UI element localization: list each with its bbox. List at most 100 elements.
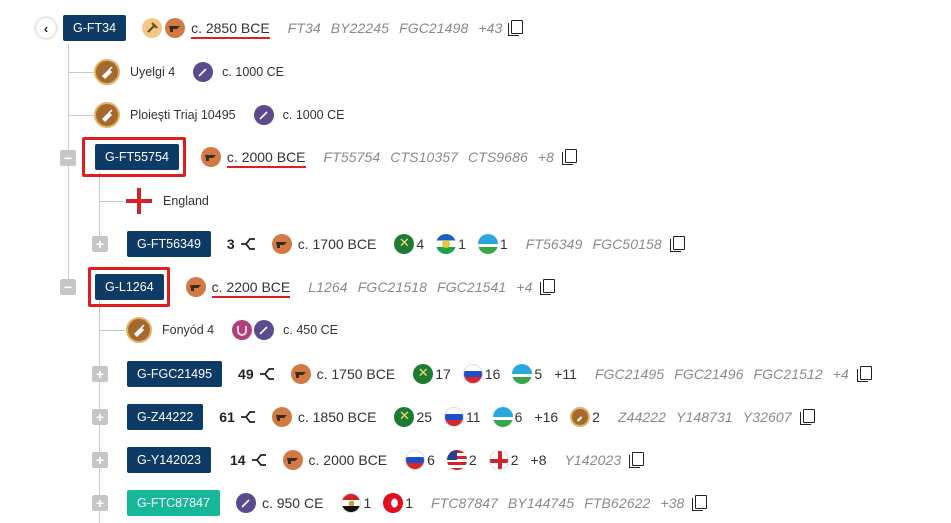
branch-count: 14	[229, 452, 246, 468]
flag-icon	[477, 234, 498, 254]
snp-list: Y142023	[564, 452, 627, 468]
anvil-icon	[271, 234, 292, 254]
copy-icon[interactable]	[540, 279, 556, 295]
expand-toggle[interactable]: +	[92, 409, 108, 425]
copy-icon[interactable]	[629, 452, 645, 468]
snp: BY22245	[330, 20, 390, 36]
collapse-toggle[interactable]: −	[60, 150, 76, 166]
country-name[interactable]: England	[163, 194, 209, 208]
branch-icon	[240, 410, 256, 424]
snp: Y148731	[676, 409, 733, 425]
flag-icon	[492, 407, 513, 427]
trowel-icon	[126, 317, 152, 343]
anvil-icon	[185, 277, 206, 297]
age-estimate: c. 950 CE	[261, 495, 324, 511]
horseshoe-icon	[232, 320, 253, 340]
country-row: England	[126, 186, 209, 216]
tree-line	[68, 115, 94, 116]
arrowhead-icon	[253, 105, 274, 125]
anvil-icon	[271, 407, 292, 427]
anvil-icon	[200, 147, 221, 167]
flag-icon	[444, 407, 465, 427]
copy-icon[interactable]	[669, 236, 685, 252]
snp-more: +38	[660, 495, 685, 511]
expand-toggle[interactable]: +	[92, 452, 108, 468]
snp: FT55754	[323, 149, 381, 165]
flag-icon	[341, 493, 362, 513]
country-count: 5	[534, 366, 543, 382]
age-estimate: c. 2850 BCE	[191, 20, 270, 39]
snp-more: +8	[537, 149, 555, 165]
haplogroup-badge[interactable]: G-L1264	[95, 274, 164, 300]
flag-icon	[436, 234, 457, 254]
snp-more: +4	[516, 279, 533, 295]
country-count: 1	[499, 236, 508, 252]
age-estimate: c. 2200 BCE	[211, 279, 291, 298]
copy-icon[interactable]	[856, 366, 872, 382]
tree-line	[99, 330, 125, 331]
arrowhead-icon	[235, 493, 256, 513]
hammer-icon	[142, 18, 163, 38]
tree-node: G-Z44222 61 c. 1850 BCE 25 11 6 +16 2 Z4…	[127, 402, 815, 432]
copy-icon[interactable]	[508, 20, 524, 36]
more-countries: +16	[534, 409, 559, 425]
country-count: 25	[416, 409, 433, 425]
snp: FGC50158	[592, 236, 662, 252]
haplogroup-badge[interactable]: G-Z44222	[127, 404, 204, 430]
haplogroup-badge[interactable]: G-FT56349	[127, 231, 211, 257]
copy-icon[interactable]	[799, 409, 815, 425]
branch-icon	[259, 367, 275, 381]
copy-icon[interactable]	[692, 495, 708, 511]
snp: L1264	[308, 279, 348, 295]
country-count: 17	[435, 366, 451, 382]
branch-icon	[240, 237, 256, 251]
back-button[interactable]: ‹	[36, 18, 56, 38]
tree-node: G-Y142023 14 c. 2000 BCE 6 2 2 +8 Y14202…	[127, 445, 645, 475]
expand-toggle[interactable]: +	[92, 495, 108, 511]
tree-line	[99, 172, 100, 244]
sample-name[interactable]: Uyelgi 4	[130, 65, 176, 79]
england-flag-icon	[126, 188, 152, 214]
haplogroup-badge[interactable]: G-FGC21495	[127, 361, 223, 387]
country-count: 6	[514, 409, 523, 425]
flag-icon	[383, 493, 404, 513]
country-count: 16	[484, 366, 501, 382]
snp-more: +43	[478, 20, 503, 36]
haplogroup-badge[interactable]: G-FT55754	[95, 144, 179, 170]
more-countries: +11	[554, 366, 577, 382]
sample-name[interactable]: Ploieşti Triaj 10495	[130, 108, 236, 122]
branch-count: 61	[219, 409, 235, 425]
snp: FTB62622	[584, 495, 651, 511]
snp: FT34	[287, 20, 321, 36]
tree-node: G-FGC21495 49 c. 1750 BCE 17 16 5 +11 FG…	[127, 359, 872, 389]
sample-name[interactable]: Fonyód 4	[162, 323, 215, 337]
snp: FTC87847	[431, 495, 498, 511]
copy-icon[interactable]	[562, 149, 578, 165]
sample-row: Uyelgi 4 c. 1000 CE	[94, 57, 284, 87]
anvil-icon	[165, 18, 186, 38]
trowel-icon	[570, 407, 591, 427]
flag-icon	[394, 234, 415, 254]
flag-icon	[394, 407, 415, 427]
age-estimate: c. 1850 BCE	[297, 409, 377, 425]
haplogroup-badge[interactable]: G-FT34	[63, 15, 127, 41]
flag-icon	[413, 364, 434, 384]
country-count: 2	[468, 452, 477, 468]
country-count: 1	[458, 236, 466, 252]
collapse-toggle[interactable]: −	[60, 279, 76, 295]
haplogroup-badge[interactable]: G-Y142023	[127, 447, 211, 473]
expand-toggle[interactable]: +	[92, 366, 108, 382]
expand-toggle[interactable]: +	[92, 236, 108, 252]
haplogroup-badge[interactable]: G-FTC87847	[127, 490, 220, 516]
tree-line	[99, 201, 125, 202]
trowel-icon	[94, 102, 120, 128]
